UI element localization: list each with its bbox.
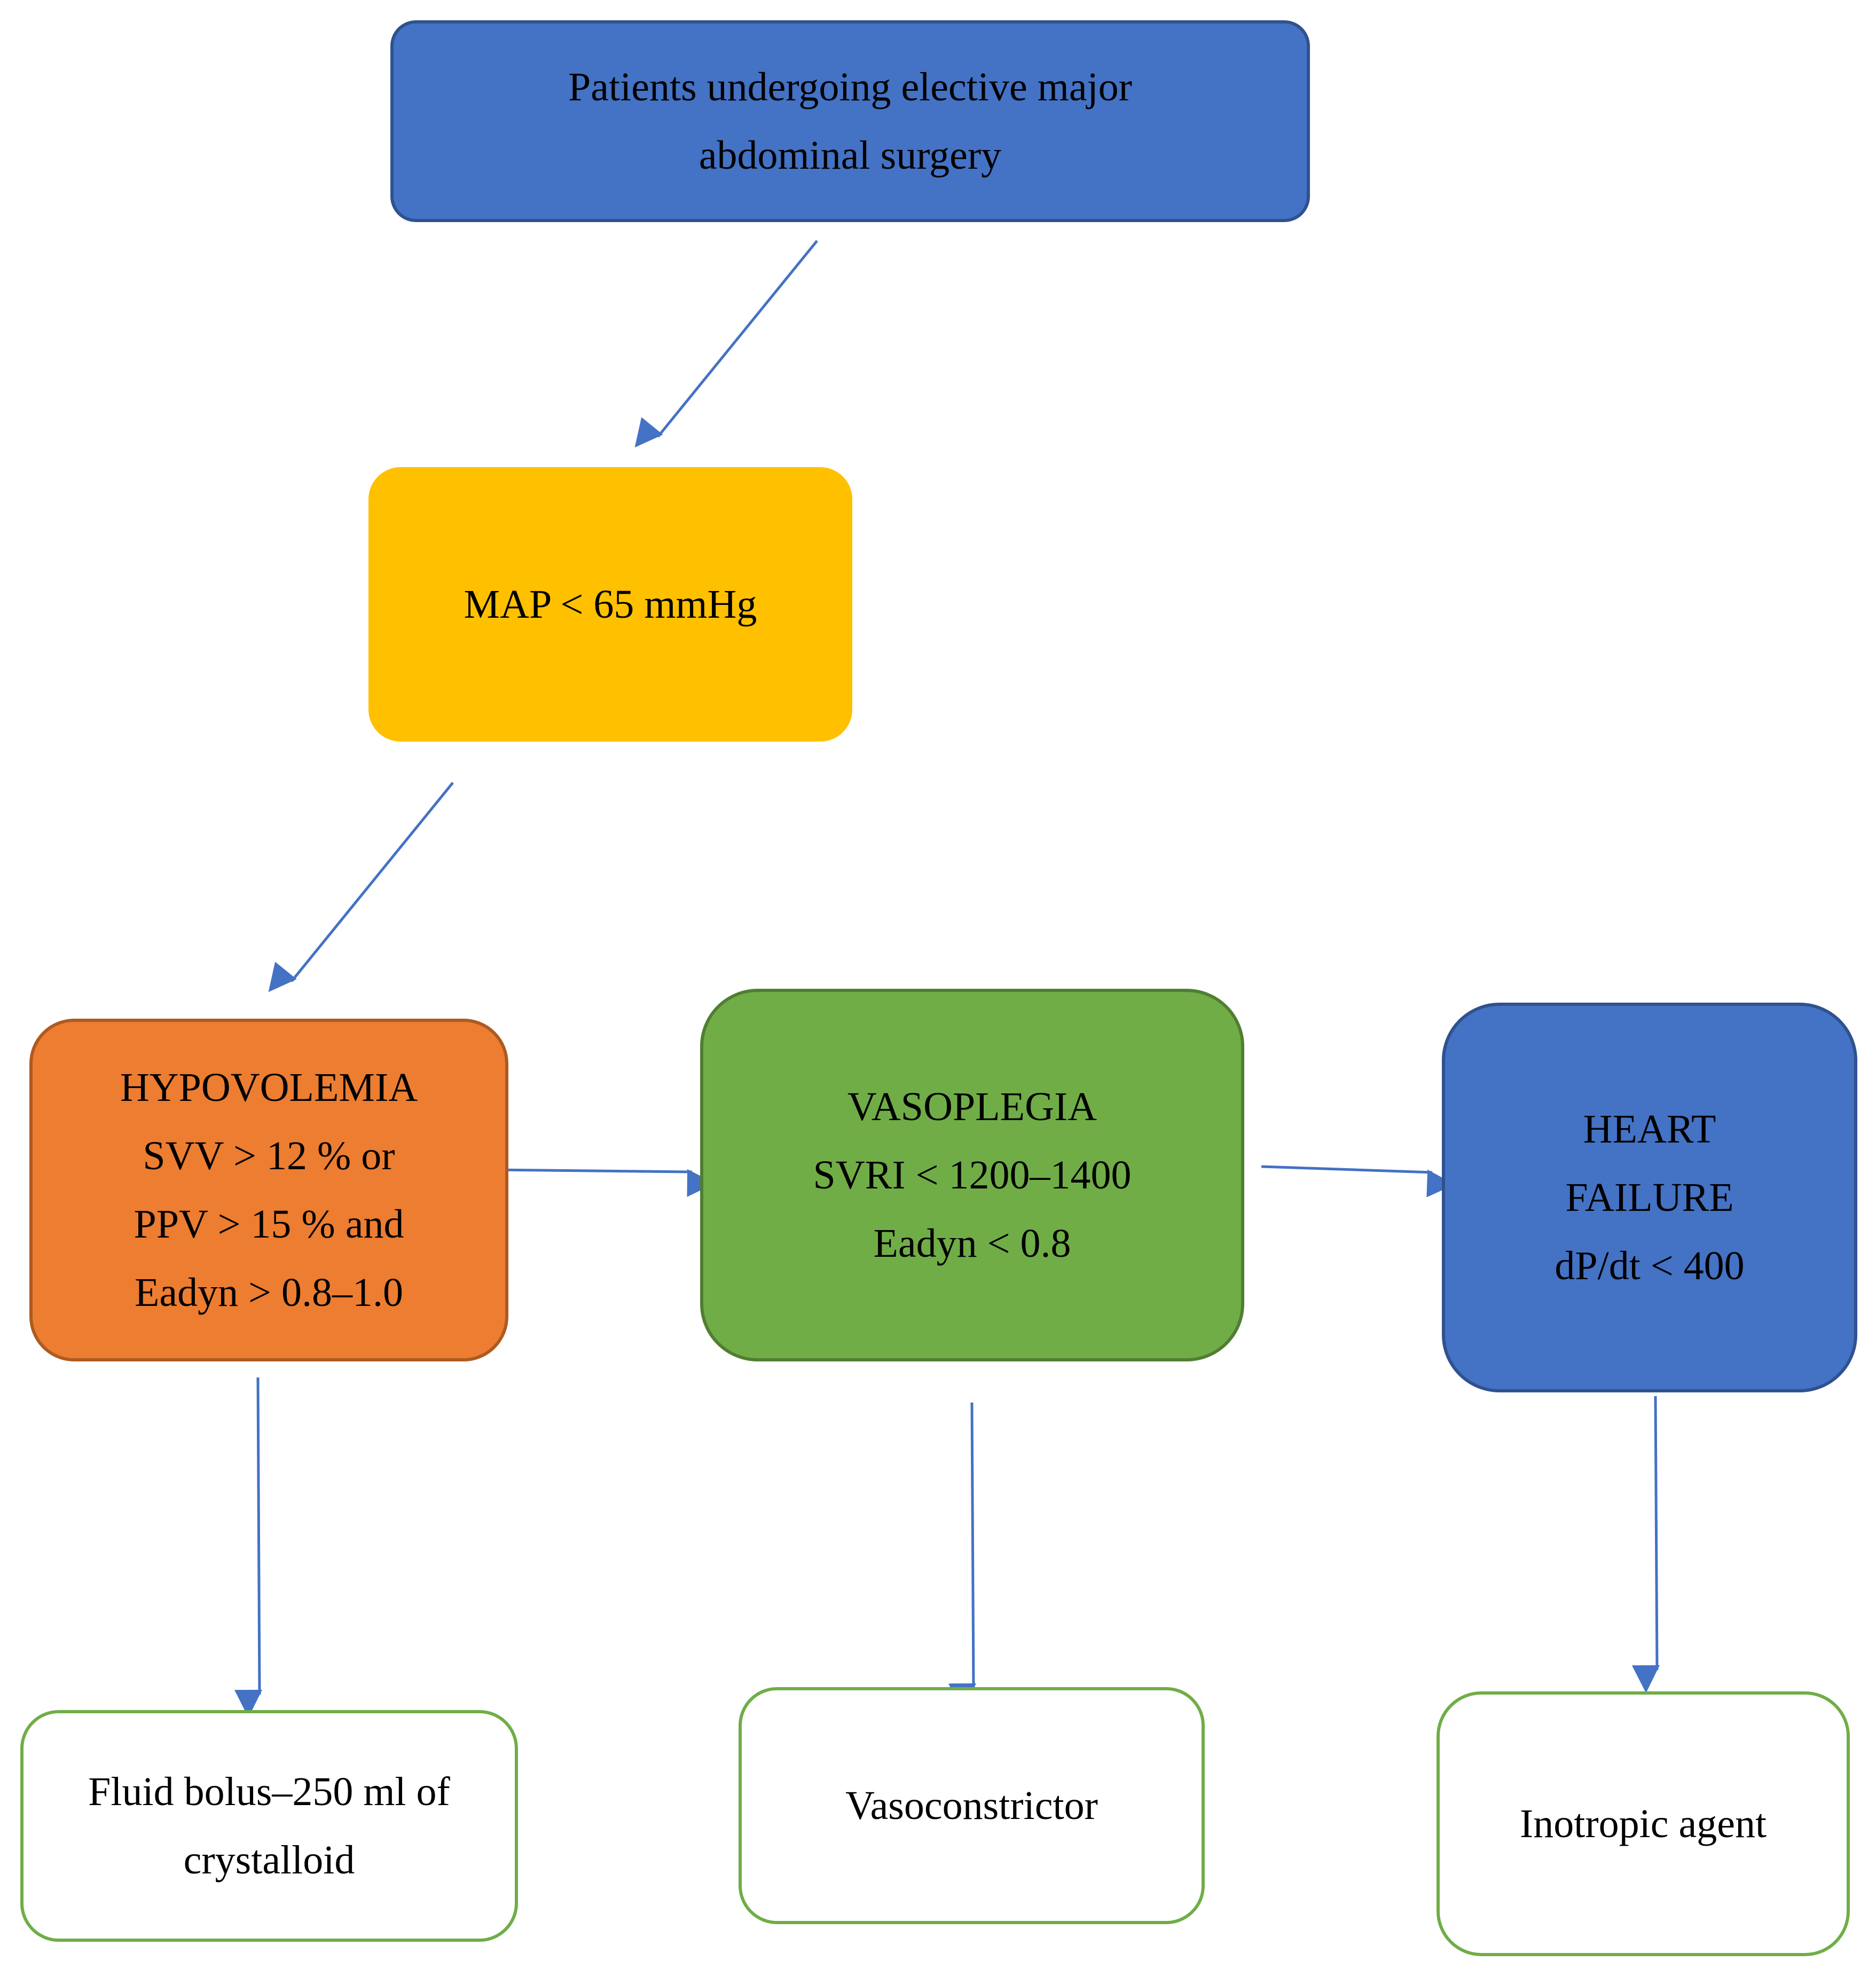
hypovolemia-title: HYPOVOLEMIA (120, 1065, 418, 1110)
arrow-start-to-map (634, 240, 818, 448)
fluid-line-2: crystalloid (183, 1838, 355, 1883)
heart-failure-line-1: HEART (1583, 1107, 1716, 1152)
arrow-map-to-hypovolemia (268, 782, 454, 993)
arrow-hypovolemia-to-fluid (234, 1377, 262, 1718)
vasoplegia-line-2: SVRI < 1200–1400 (813, 1153, 1132, 1198)
arrow-hypovolemia-to-vasoplegia (490, 1168, 715, 1197)
vasoplegia-title: VASOPLEGIA (847, 1084, 1097, 1129)
fluid-bolus-box: Fluid bolus–250 ml of crystalloid (20, 1710, 518, 1942)
map-threshold-box: MAP < 65 mmHg (368, 467, 852, 742)
arrow-vasoplegia-to-vasoconstrictor (948, 1402, 976, 1712)
heart-failure-line-3: dP/dt < 400 (1555, 1243, 1745, 1288)
arrow-heart-failure-to-inotropic (1631, 1396, 1660, 1694)
hypovolemia-line-4: Eadyn > 0.8–1.0 (134, 1270, 404, 1315)
map-line-1: MAP < 65 mmHg (464, 582, 757, 627)
inotropic-agent-box: Inotropic agent (1437, 1691, 1850, 1956)
vasoconstrictor-box: Vasoconstrictor (739, 1687, 1205, 1924)
hypovolemia-box: HYPOVOLEMIA SVV > 12 % or PPV > 15 % and… (29, 1019, 508, 1361)
start-line-2: abdominal surgery (698, 133, 1002, 178)
hypovolemia-line-2: SVV > 12 % or (143, 1133, 395, 1178)
vasoconstrictor-line-1: Vasoconstrictor (845, 1783, 1098, 1828)
heart-failure-line-2: FAILURE (1565, 1175, 1734, 1220)
start-line-1: Patients undergoing elective major (568, 65, 1132, 109)
start-patients-box: Patients undergoing elective major abdom… (390, 20, 1310, 222)
inotropic-line-1: Inotropic agent (1519, 1801, 1767, 1846)
fluid-line-1: Fluid bolus–250 ml of (88, 1769, 450, 1814)
hypovolemia-line-3: PPV > 15 % and (134, 1202, 404, 1247)
vasoplegia-box: VASOPLEGIA SVRI < 1200–1400 Eadyn < 0.8 (700, 989, 1244, 1361)
heart-failure-box: HEART FAILURE dP/dt < 400 (1442, 1003, 1857, 1392)
vasoplegia-line-3: Eadyn < 0.8 (873, 1221, 1071, 1266)
arrow-vasoplegia-to-heart-failure (1261, 1165, 1455, 1198)
